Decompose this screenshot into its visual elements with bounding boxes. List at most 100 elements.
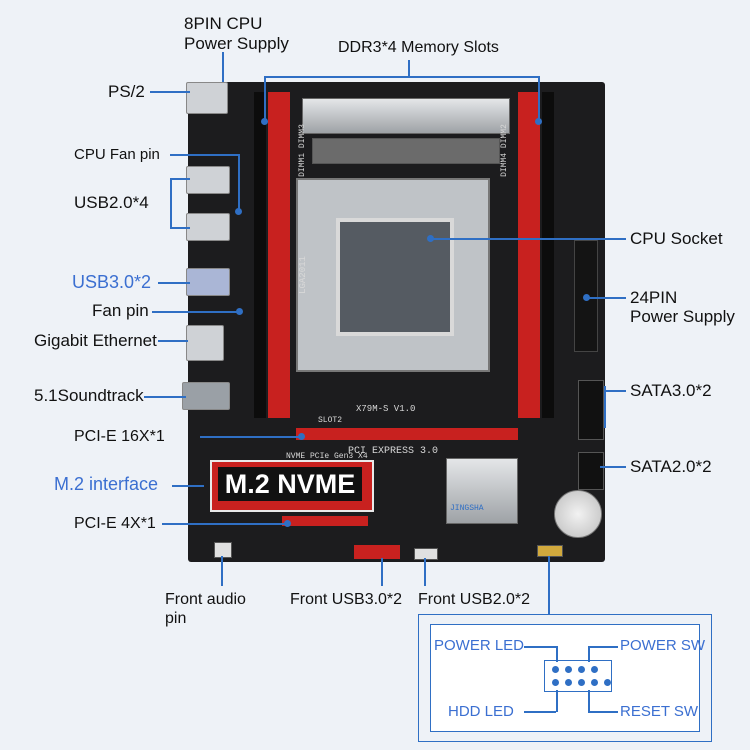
fp-line-power-led-h xyxy=(524,646,556,648)
fp-pin-1 xyxy=(552,666,559,673)
leader-cpu-fan-v xyxy=(238,154,240,210)
label-front-audio: Front audio pin xyxy=(165,590,246,628)
brand-silk: JINGSHA xyxy=(450,504,484,513)
label-front-usb2: Front USB2.0*2 xyxy=(418,591,531,608)
leader-usb3 xyxy=(158,282,190,284)
pcie-4x-slot xyxy=(282,516,368,526)
fp-line-power-sw-h xyxy=(588,646,618,648)
leader-ddr-v-left xyxy=(264,76,266,120)
leader-front-usb2 xyxy=(424,558,426,586)
label-24pin-line2: Power Supply xyxy=(630,307,735,326)
label-cpu-socket: CPU Socket xyxy=(630,229,723,248)
label-ethernet: Gigabit Ethernet xyxy=(34,331,157,350)
front-panel-power-led: POWER LED xyxy=(434,637,525,654)
leader-sata3-h xyxy=(604,390,626,392)
cmos-battery xyxy=(554,490,602,538)
dimm-slot-2 xyxy=(254,92,266,418)
fp-line-hdd-h xyxy=(524,711,556,713)
label-sound: 5.1Soundtrack xyxy=(34,386,144,405)
label-24pin-line1: 24PIN xyxy=(630,288,678,307)
label-cpu-power-line2: Power Supply xyxy=(184,34,289,53)
leader-usb2-h2 xyxy=(170,227,190,229)
leader-pcie4 xyxy=(162,523,286,525)
m2-nvme-text: M.2 NVME xyxy=(218,467,362,501)
m2-nvme-badge: M.2 NVME xyxy=(210,460,374,512)
front-panel-hdd-led: HDD LED xyxy=(448,703,514,720)
leader-sata3-v xyxy=(604,386,606,428)
fp-line-reset-v xyxy=(588,690,590,712)
leader-cpu-fan-dot xyxy=(235,208,242,215)
usb2-port-1 xyxy=(186,166,230,194)
pcie-16x-slot xyxy=(296,428,518,440)
fp-pin-4 xyxy=(591,666,598,673)
leader-m2 xyxy=(172,485,204,487)
fp-pin-6 xyxy=(565,679,572,686)
dimm-slot-1 xyxy=(268,92,290,418)
leader-ddr-dot-left xyxy=(261,118,268,125)
front-audio-header xyxy=(214,542,232,558)
cpu-socket-center xyxy=(336,218,454,336)
leader-sata2 xyxy=(600,466,626,468)
leader-cpu-fan-h xyxy=(170,154,238,156)
label-front-audio-line1: Front audio xyxy=(165,591,246,608)
sata3-connectors xyxy=(578,380,604,440)
fp-line-reset-h xyxy=(588,711,618,713)
label-24pin: 24PIN Power Supply xyxy=(630,288,735,326)
sata2-connectors xyxy=(578,452,604,490)
leader-pcie16 xyxy=(200,436,300,438)
leader-fan xyxy=(152,311,238,313)
leader-pcie16-dot xyxy=(298,433,305,440)
front-panel-diagram xyxy=(418,614,712,742)
nvme-silk: NVME PCIe Gen3 X4 xyxy=(286,452,368,461)
label-cpu-power: 8PIN CPU Power Supply xyxy=(184,14,289,54)
fp-line-hdd-v xyxy=(556,690,558,712)
chipset-heatsink xyxy=(446,458,518,524)
leader-cpu-power xyxy=(222,52,224,82)
leader-ps2 xyxy=(150,91,190,93)
ps2-port xyxy=(186,82,228,114)
label-usb2: USB2.0*4 xyxy=(74,193,149,212)
audio-port xyxy=(182,382,230,410)
lga-silk: LGA2011 xyxy=(297,256,308,294)
usb3-port xyxy=(186,268,230,296)
leader-ddr-v-top xyxy=(408,60,410,76)
fp-line-power-led-v xyxy=(556,646,558,662)
label-pcie16: PCI-E 16X*1 xyxy=(74,428,165,445)
front-panel-pin-box xyxy=(544,660,612,692)
fp-pin-8 xyxy=(591,679,598,686)
label-ps2: PS/2 xyxy=(108,82,145,101)
label-front-usb3: Front USB3.0*2 xyxy=(290,591,403,608)
leader-ddr-dot-right xyxy=(535,118,542,125)
leader-front-audio xyxy=(221,556,223,586)
ethernet-port xyxy=(186,325,224,361)
label-fan-pin: Fan pin xyxy=(92,301,149,320)
front-panel-inner xyxy=(430,624,700,732)
leader-pcie4-dot xyxy=(284,520,291,527)
fp-pin-5 xyxy=(552,679,559,686)
leader-front-usb3 xyxy=(381,558,383,586)
dimm-left-silk: DIMM1 DIMM3 xyxy=(297,124,307,177)
label-pcie4: PCI-E 4X*1 xyxy=(74,515,156,532)
leader-ethernet xyxy=(158,340,188,342)
leader-usb2-h1 xyxy=(170,178,190,180)
front-usb3-header xyxy=(354,545,400,559)
leader-front-panel xyxy=(548,556,550,614)
leader-ddr-v-right xyxy=(538,76,540,120)
leader-cpu-socket-dot xyxy=(427,235,434,242)
front-panel-header xyxy=(537,545,563,557)
usb2-port-2 xyxy=(186,213,230,241)
front-usb2-header xyxy=(414,548,438,560)
leader-fan-dot xyxy=(236,308,243,315)
front-panel-reset-sw: RESET SW xyxy=(620,703,699,720)
label-sata2: SATA2.0*2 xyxy=(630,457,712,476)
fp-line-power-sw-v xyxy=(588,646,590,662)
fp-pin-7 xyxy=(578,679,585,686)
leader-24pin xyxy=(586,297,626,299)
vrm-chokes xyxy=(312,138,500,164)
label-usb3: USB3.0*2 xyxy=(72,272,152,292)
dimm-slot-4 xyxy=(542,92,554,418)
front-panel-power-sw: POWER SW xyxy=(620,637,705,654)
label-sata3: SATA3.0*2 xyxy=(630,381,712,400)
dimm-right-silk: DIMM4 DIMM2 xyxy=(499,124,509,177)
label-m2: M.2 interface xyxy=(54,474,159,494)
